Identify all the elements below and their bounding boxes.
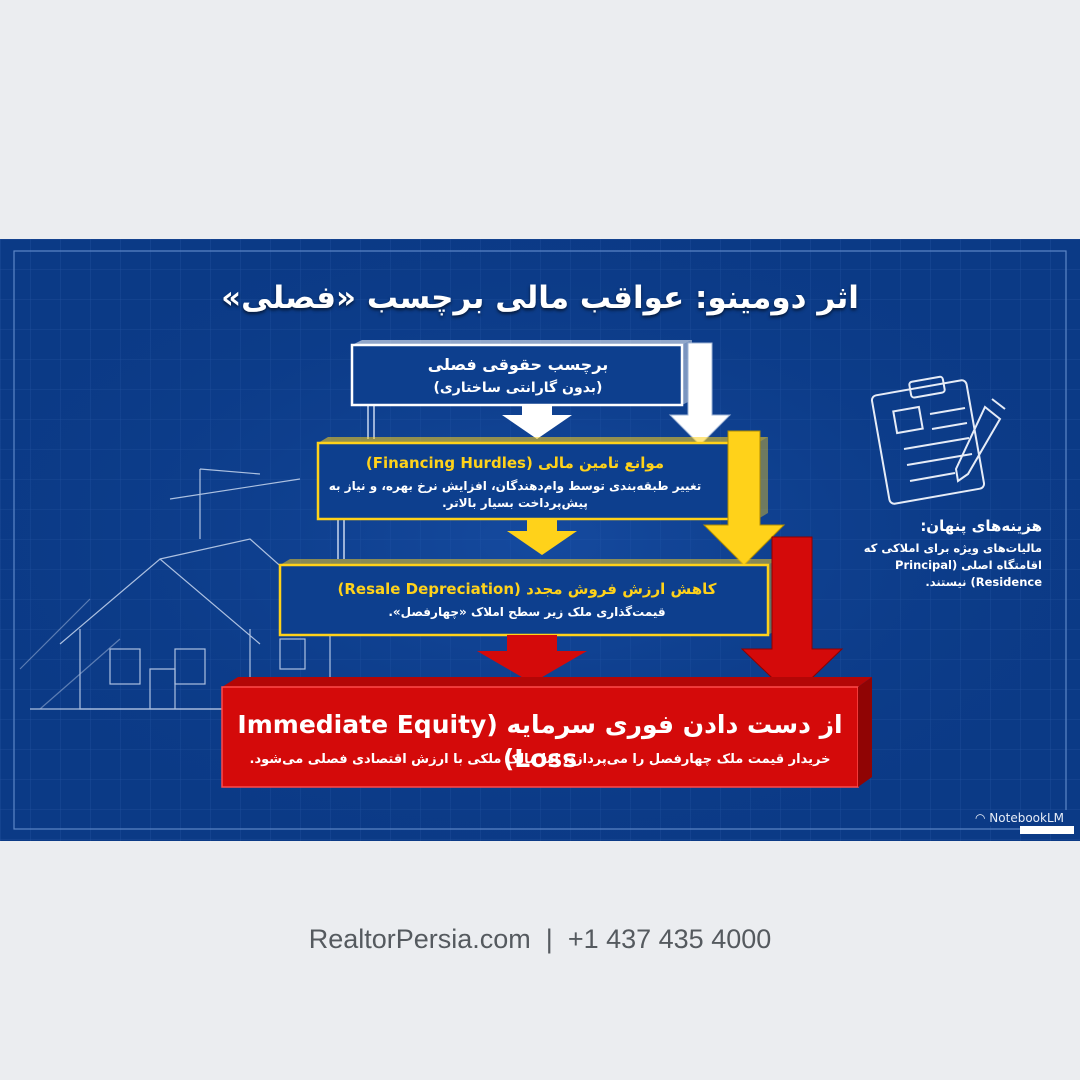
layer-4-text: خریدار قیمت ملک چهارفصل را می‌پردازد، ام… [249,752,831,767]
brand-label: NotebookLM [989,811,1064,825]
layer-financing-hurdles [316,430,786,566]
layer-2-text: تغییر طبقه‌بندی توسط وام‌دهندگان، افزایش… [328,479,702,510]
footer-contact: RealtorPersia.com | +1 437 435 4000 [308,924,772,954]
notebooklm-logo-icon: ◠ [975,811,990,825]
layer-1-subheading: (بدون گارانتی ساختاری) [433,380,603,396]
layer-4-heading: از دست دادن فوری سرمایه (Immediate Equit… [237,710,843,773]
layer-1-heading: برچسب حقوقی فصلی [427,355,609,374]
page-title: اثر دومینو: عواقب مالی برچسب «فصلی» [221,280,859,316]
infographic-panel [0,239,1080,841]
layer-immediate-equity-loss [221,677,872,788]
layer-resale-depreciation [278,536,844,698]
brand-cover-bar [1020,826,1074,834]
clipboard-icon [870,375,1006,505]
side-note-text: مالیات‌های ویژه برای املاکی که اقامتگاه … [863,541,1042,589]
notebooklm-brand: ◠ NotebookLM [975,810,1068,826]
layer-3-text: قیمت‌گذاری ملک زیر سطح املاک «چهارفصل». [388,605,666,619]
layer-seasonal-label [350,340,732,446]
layer-3-heading: کاهش ارزش فروش مجدد (Resale Depreciation… [337,580,717,598]
blueprint-background [0,239,1080,841]
side-note-title: هزینه‌های پنهان: [920,517,1042,535]
layer-2-heading: موانع تامین مالی (Financing Hurdles) [365,454,665,472]
